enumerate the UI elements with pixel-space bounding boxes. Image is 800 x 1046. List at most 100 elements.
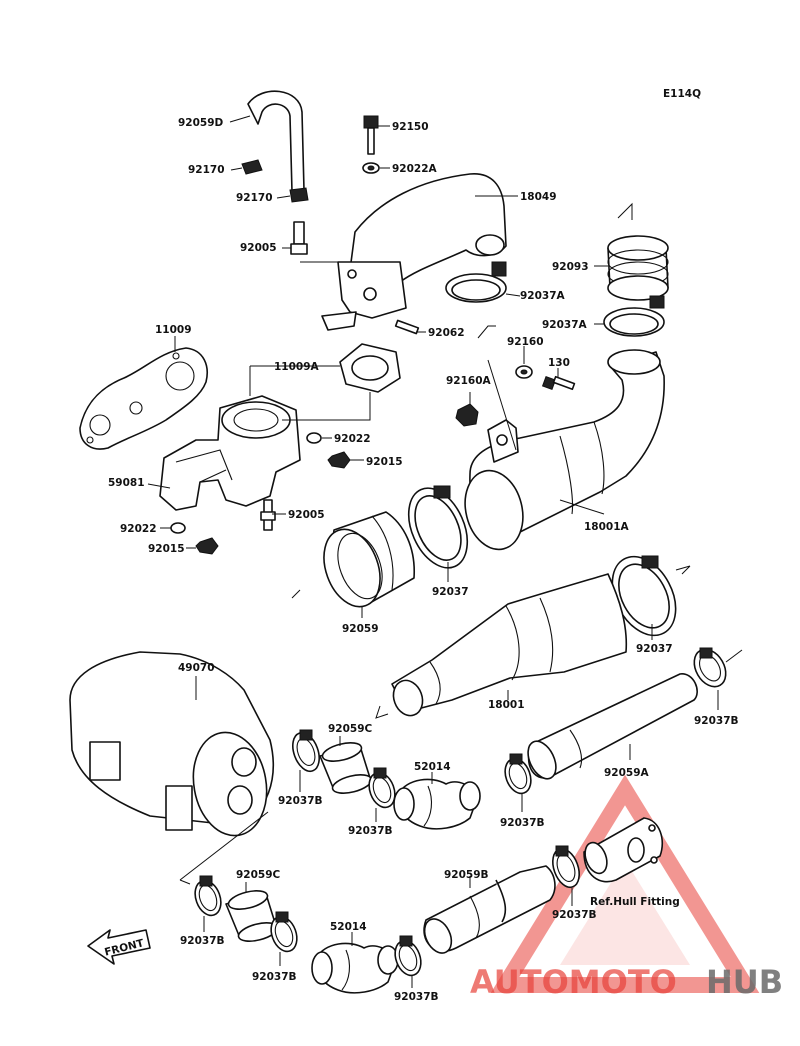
nut-92015-left: [186, 537, 219, 555]
bolt-92150: [363, 115, 390, 155]
label-11009: 11009: [155, 324, 192, 336]
label-92037B-6: 92037B: [180, 935, 225, 947]
label-92093: 92093: [552, 261, 589, 273]
label-92037-1: 92037: [432, 586, 469, 598]
clamp-92037B-mid-left: [292, 729, 320, 792]
label-92062: 92062: [428, 327, 465, 339]
clamp-92037B-bottom-3: [394, 935, 422, 988]
part-labels: E114Q 92059D 92150 92170 92022A 18049 92…: [103, 88, 738, 1003]
label-92170-a: 92170: [188, 164, 225, 176]
coupler-92059: [323, 511, 415, 618]
label-92037B-4: 92037B: [500, 817, 545, 829]
coupler-92059C-upper: [319, 736, 373, 794]
direction-mark-4: [675, 565, 691, 575]
hose-92059A: [527, 673, 698, 780]
label-92037B-2: 92037B: [278, 795, 323, 807]
fitting-92005-a: [282, 221, 340, 263]
exhaust-pipe-18049: [321, 173, 518, 331]
exhaust-manifold-59081: [147, 365, 371, 511]
label-18001A: 18001A: [584, 521, 630, 533]
label-ref-hull-fitting: Ref.Hull Fitting: [590, 896, 680, 908]
expansion-chamber-18001: [391, 573, 628, 717]
label-92170-b: 92170: [236, 192, 273, 204]
watermark-brand-part1: AUTOMOTO: [470, 963, 677, 1001]
washer-92160: [515, 346, 533, 379]
watermark-logo: [490, 774, 760, 993]
label-92059D: 92059D: [178, 117, 224, 129]
label-92037A-1: 92037A: [520, 290, 566, 302]
watermark-text: AUTOMOTO HUB: [470, 963, 783, 1001]
label-11009A: 11009A: [274, 361, 320, 373]
nut-92022-left: [160, 522, 186, 534]
label-92022-a: 92022: [334, 433, 371, 445]
muffler-49070: [69, 651, 274, 885]
clamp-92037B-mid-right: [504, 753, 532, 812]
clamp-92037B-bottom-1: [194, 875, 222, 932]
label-92037B-3: 92037B: [348, 825, 393, 837]
label-92015-a: 92015: [366, 456, 403, 468]
grommet-92160A: [455, 392, 479, 427]
label-92005-a: 92005: [240, 242, 277, 254]
label-59081: 59081: [108, 477, 145, 489]
label-92037B-7: 92037B: [252, 971, 297, 983]
label-92037B-5: 92037B: [552, 909, 597, 921]
water-hose-92059D: [229, 90, 305, 193]
coupler-92093: [594, 235, 669, 301]
label-92059: 92059: [342, 623, 379, 635]
clamp-92037A-upper: [445, 261, 521, 303]
direction-mark-3: [291, 589, 301, 599]
label-92005-b: 92005: [288, 509, 325, 521]
gasket-11009A: [322, 343, 401, 393]
bolt-130: [541, 368, 576, 391]
direction-mark-6: [725, 649, 743, 663]
elbow-52014-upper: [393, 772, 481, 830]
nut-92015-right: [327, 451, 364, 469]
label-52014-2: 52014: [330, 921, 367, 933]
direction-mark-2: [477, 325, 496, 339]
front-arrow: [87, 929, 151, 965]
label-92037A-2: 92037A: [542, 319, 588, 331]
expansion-chamber-18001A: [464, 349, 665, 551]
label-92150: 92150: [392, 121, 429, 133]
clamp-92037-lower: [611, 555, 677, 640]
label-92059C-2: 92059C: [236, 869, 281, 881]
direction-mark-1: [617, 202, 633, 220]
coupler-92059C-lower: [225, 882, 279, 942]
label-92022-b: 92022: [120, 523, 157, 535]
label-92037B-8: 92037B: [394, 991, 439, 1003]
label-49070: 49070: [178, 662, 215, 674]
clamp-92037B-bottom-4: [552, 845, 580, 906]
label-18001: 18001: [488, 699, 525, 711]
clamp-92037B-bottom-2: [270, 911, 298, 966]
washer-92022A: [362, 162, 390, 174]
hose-92059B: [423, 865, 556, 954]
clamp-92037B-top-right: [693, 647, 727, 710]
label-92059B: 92059B: [444, 869, 489, 881]
clamp-92037A-lower: [594, 295, 665, 337]
hose-clip-92170-b: [276, 187, 309, 203]
nut-92022-right: [306, 432, 332, 444]
watermark-brand-part2: HUB: [706, 963, 783, 1001]
label-92037B-1: 92037B: [694, 715, 739, 727]
label-18049: 18049: [520, 191, 557, 203]
label-92160A: 92160A: [446, 375, 492, 387]
elbow-52014-lower: [311, 932, 399, 994]
label-92059C-1: 92059C: [328, 723, 373, 735]
diagram-code: E114Q: [663, 88, 701, 100]
fitting-92005-b: [260, 499, 286, 531]
label-52014-1: 52014: [414, 761, 451, 773]
label-92037-2: 92037: [636, 643, 673, 655]
hull-fitting: [583, 817, 664, 883]
gasket-11009: [79, 336, 208, 450]
label-130: 130: [548, 357, 570, 369]
hose-clip-92170-a: [230, 159, 263, 175]
direction-mark-5: [375, 705, 389, 719]
clamp-92037B-mid-center: [368, 767, 396, 822]
clamp-92037-upper: [407, 485, 469, 582]
label-92015-b: 92015: [148, 543, 185, 555]
label-92059A: 92059A: [604, 767, 650, 779]
bolt-92062: [394, 319, 426, 335]
label-92022A: 92022A: [392, 163, 438, 175]
